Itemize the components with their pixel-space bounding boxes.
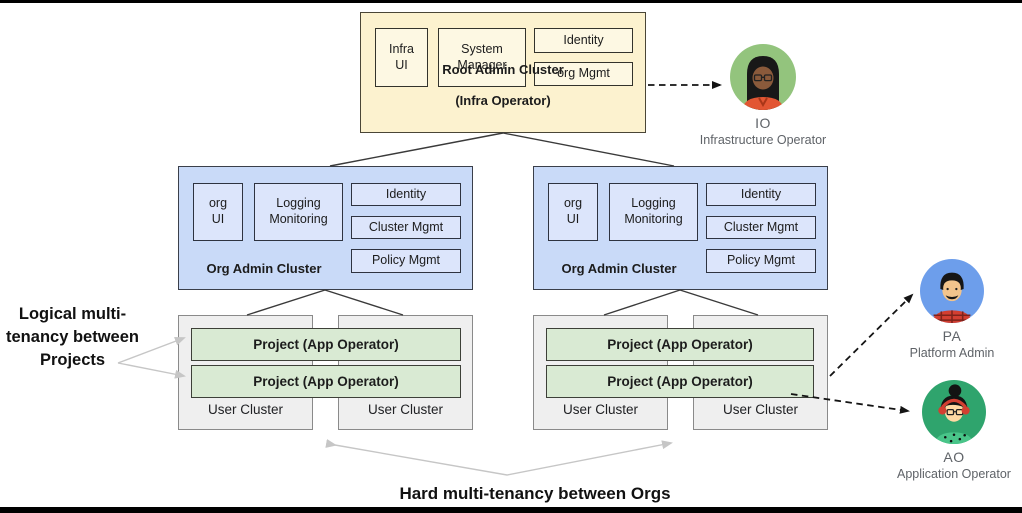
project-bar: Project (App Operator): [191, 365, 461, 398]
user-cluster-group-1: User Cluster User Cluster Project (App O…: [178, 315, 473, 430]
org-admin-cluster-1: org UI Logging Monitoring Identity Clust…: [178, 166, 473, 290]
actor-application-operator: AO Application Operator: [854, 380, 1022, 481]
module-org-ui: org UI: [548, 183, 598, 241]
hard-multitenancy-label: Hard multi-tenancy between Orgs: [399, 484, 671, 503]
actor-role: Platform Admin: [909, 346, 995, 360]
org-admin-cluster-2: org UI Logging Monitoring Identity Clust…: [533, 166, 828, 290]
module-identity: Identity: [534, 28, 633, 53]
module-infra-ui: Infra UI: [375, 28, 428, 87]
user-cluster-label: User Cluster: [562, 402, 638, 417]
actor-role: Infrastructure Operator: [699, 133, 827, 147]
module-org-ui: org UI: [193, 183, 243, 241]
project-bar: Project (App Operator): [546, 365, 814, 398]
module-logging-monitoring: Logging Monitoring: [254, 183, 343, 241]
pa-avatar-icon: [920, 259, 984, 323]
io-avatar-icon: [730, 44, 796, 110]
module-cluster-mgmt: Cluster Mgmt: [706, 216, 816, 239]
module-org-mgmt: org Mgmt: [534, 62, 633, 86]
module-logging-monitoring: Logging Monitoring: [609, 183, 698, 241]
actor-platform-admin: PA Platform Admin: [852, 259, 1022, 360]
user-cluster-label: User Cluster: [722, 402, 798, 417]
letterbox-bottom: [0, 507, 1022, 513]
actor-initials: IO: [755, 115, 771, 131]
actor-initials: AO: [943, 449, 965, 465]
project-bar: Project (App Operator): [191, 328, 461, 361]
user-cluster-label: User Cluster: [367, 402, 443, 417]
letterbox-top: [0, 0, 1022, 3]
user-cluster-label: User Cluster: [207, 402, 283, 417]
module-policy-mgmt: Policy Mgmt: [706, 249, 816, 273]
logical-multitenancy-label: Logical multi-tenancy between Projects: [6, 305, 139, 369]
actor-initials: PA: [942, 328, 962, 344]
module-policy-mgmt: Policy Mgmt: [351, 249, 461, 273]
module-identity: Identity: [706, 183, 816, 206]
project-bar: Project (App Operator): [546, 328, 814, 361]
root-admin-cluster-title: Root Admin Cluster (Infra Operator): [442, 61, 564, 109]
module-cluster-mgmt: Cluster Mgmt: [351, 216, 461, 239]
module-identity: Identity: [351, 183, 461, 206]
org-admin-cluster-title: Org Admin Cluster: [561, 261, 677, 277]
org-admin-cluster-title: Org Admin Cluster: [206, 261, 322, 277]
user-cluster-group-2: User Cluster User Cluster Project (App O…: [533, 315, 828, 430]
root-admin-cluster: Infra UI System Manager Identity org Mgm…: [360, 12, 646, 133]
module-system-manager: System Manager: [438, 28, 526, 87]
ao-avatar-icon: [922, 380, 986, 444]
actor-infrastructure-operator: IO Infrastructure Operator: [663, 44, 863, 147]
actor-role: Application Operator: [897, 467, 1011, 481]
